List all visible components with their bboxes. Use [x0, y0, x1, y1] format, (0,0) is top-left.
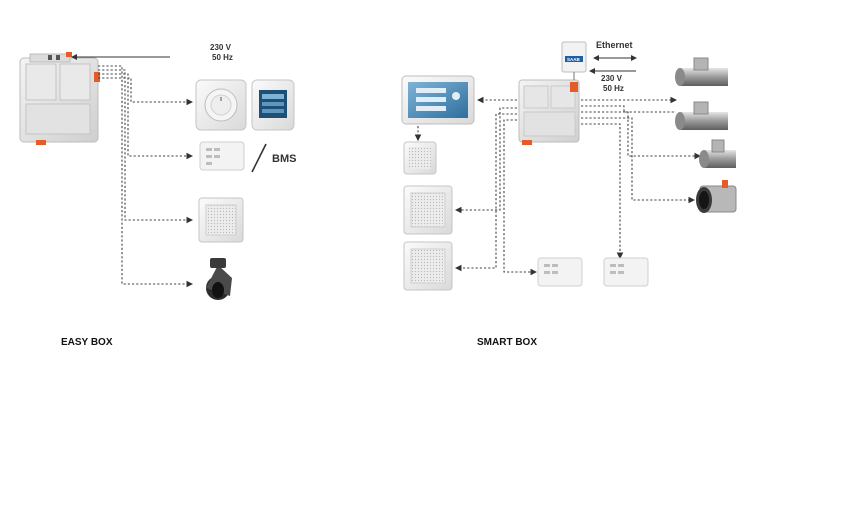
bms-label: BMS [272, 153, 296, 165]
smart-wall-sensor-2 [403, 241, 453, 291]
ethernet-label: Ethernet [596, 40, 633, 50]
duct-valve-3 [699, 139, 736, 168]
smart-power-voltage: 230 V [601, 74, 623, 83]
duct-heater [696, 180, 737, 213]
smart-box-diagram: SAAB Ethernet 230 V 50 Hz [401, 40, 737, 291]
damper-actuator [206, 258, 232, 300]
smart-bottom-sensor-1 [537, 257, 583, 287]
smart-display-controller [401, 75, 475, 125]
smart-box-unit [518, 79, 580, 145]
round-thermostat [195, 79, 247, 131]
easy-wall-sensor [198, 197, 244, 243]
easy-box-unit [19, 52, 100, 145]
bms-sensor [199, 141, 245, 171]
easy-power-frequency: 50 Hz [212, 53, 233, 62]
bms-divider-slash [251, 143, 267, 173]
easy-box-diagram: 230 V 50 Hz [19, 43, 296, 300]
smart-power-frequency: 50 Hz [603, 84, 624, 93]
smart-box-wiring [454, 96, 702, 276]
smart-small-sensor [403, 141, 437, 175]
easy-power-voltage: 230 V [210, 43, 232, 52]
touch-panel [251, 79, 295, 131]
easy-box-wiring [98, 65, 194, 288]
easy-box-caption: EASY BOX [61, 337, 113, 348]
duct-valve-2 [675, 101, 728, 130]
module-brand-label: SAAB [567, 57, 581, 62]
smart-wall-sensor-1 [403, 185, 453, 235]
smart-box-caption: SMART BOX [477, 337, 537, 348]
duct-valve-1 [675, 57, 728, 86]
smart-bottom-sensor-2 [603, 257, 649, 287]
smart-com-module: SAAB [561, 41, 587, 80]
